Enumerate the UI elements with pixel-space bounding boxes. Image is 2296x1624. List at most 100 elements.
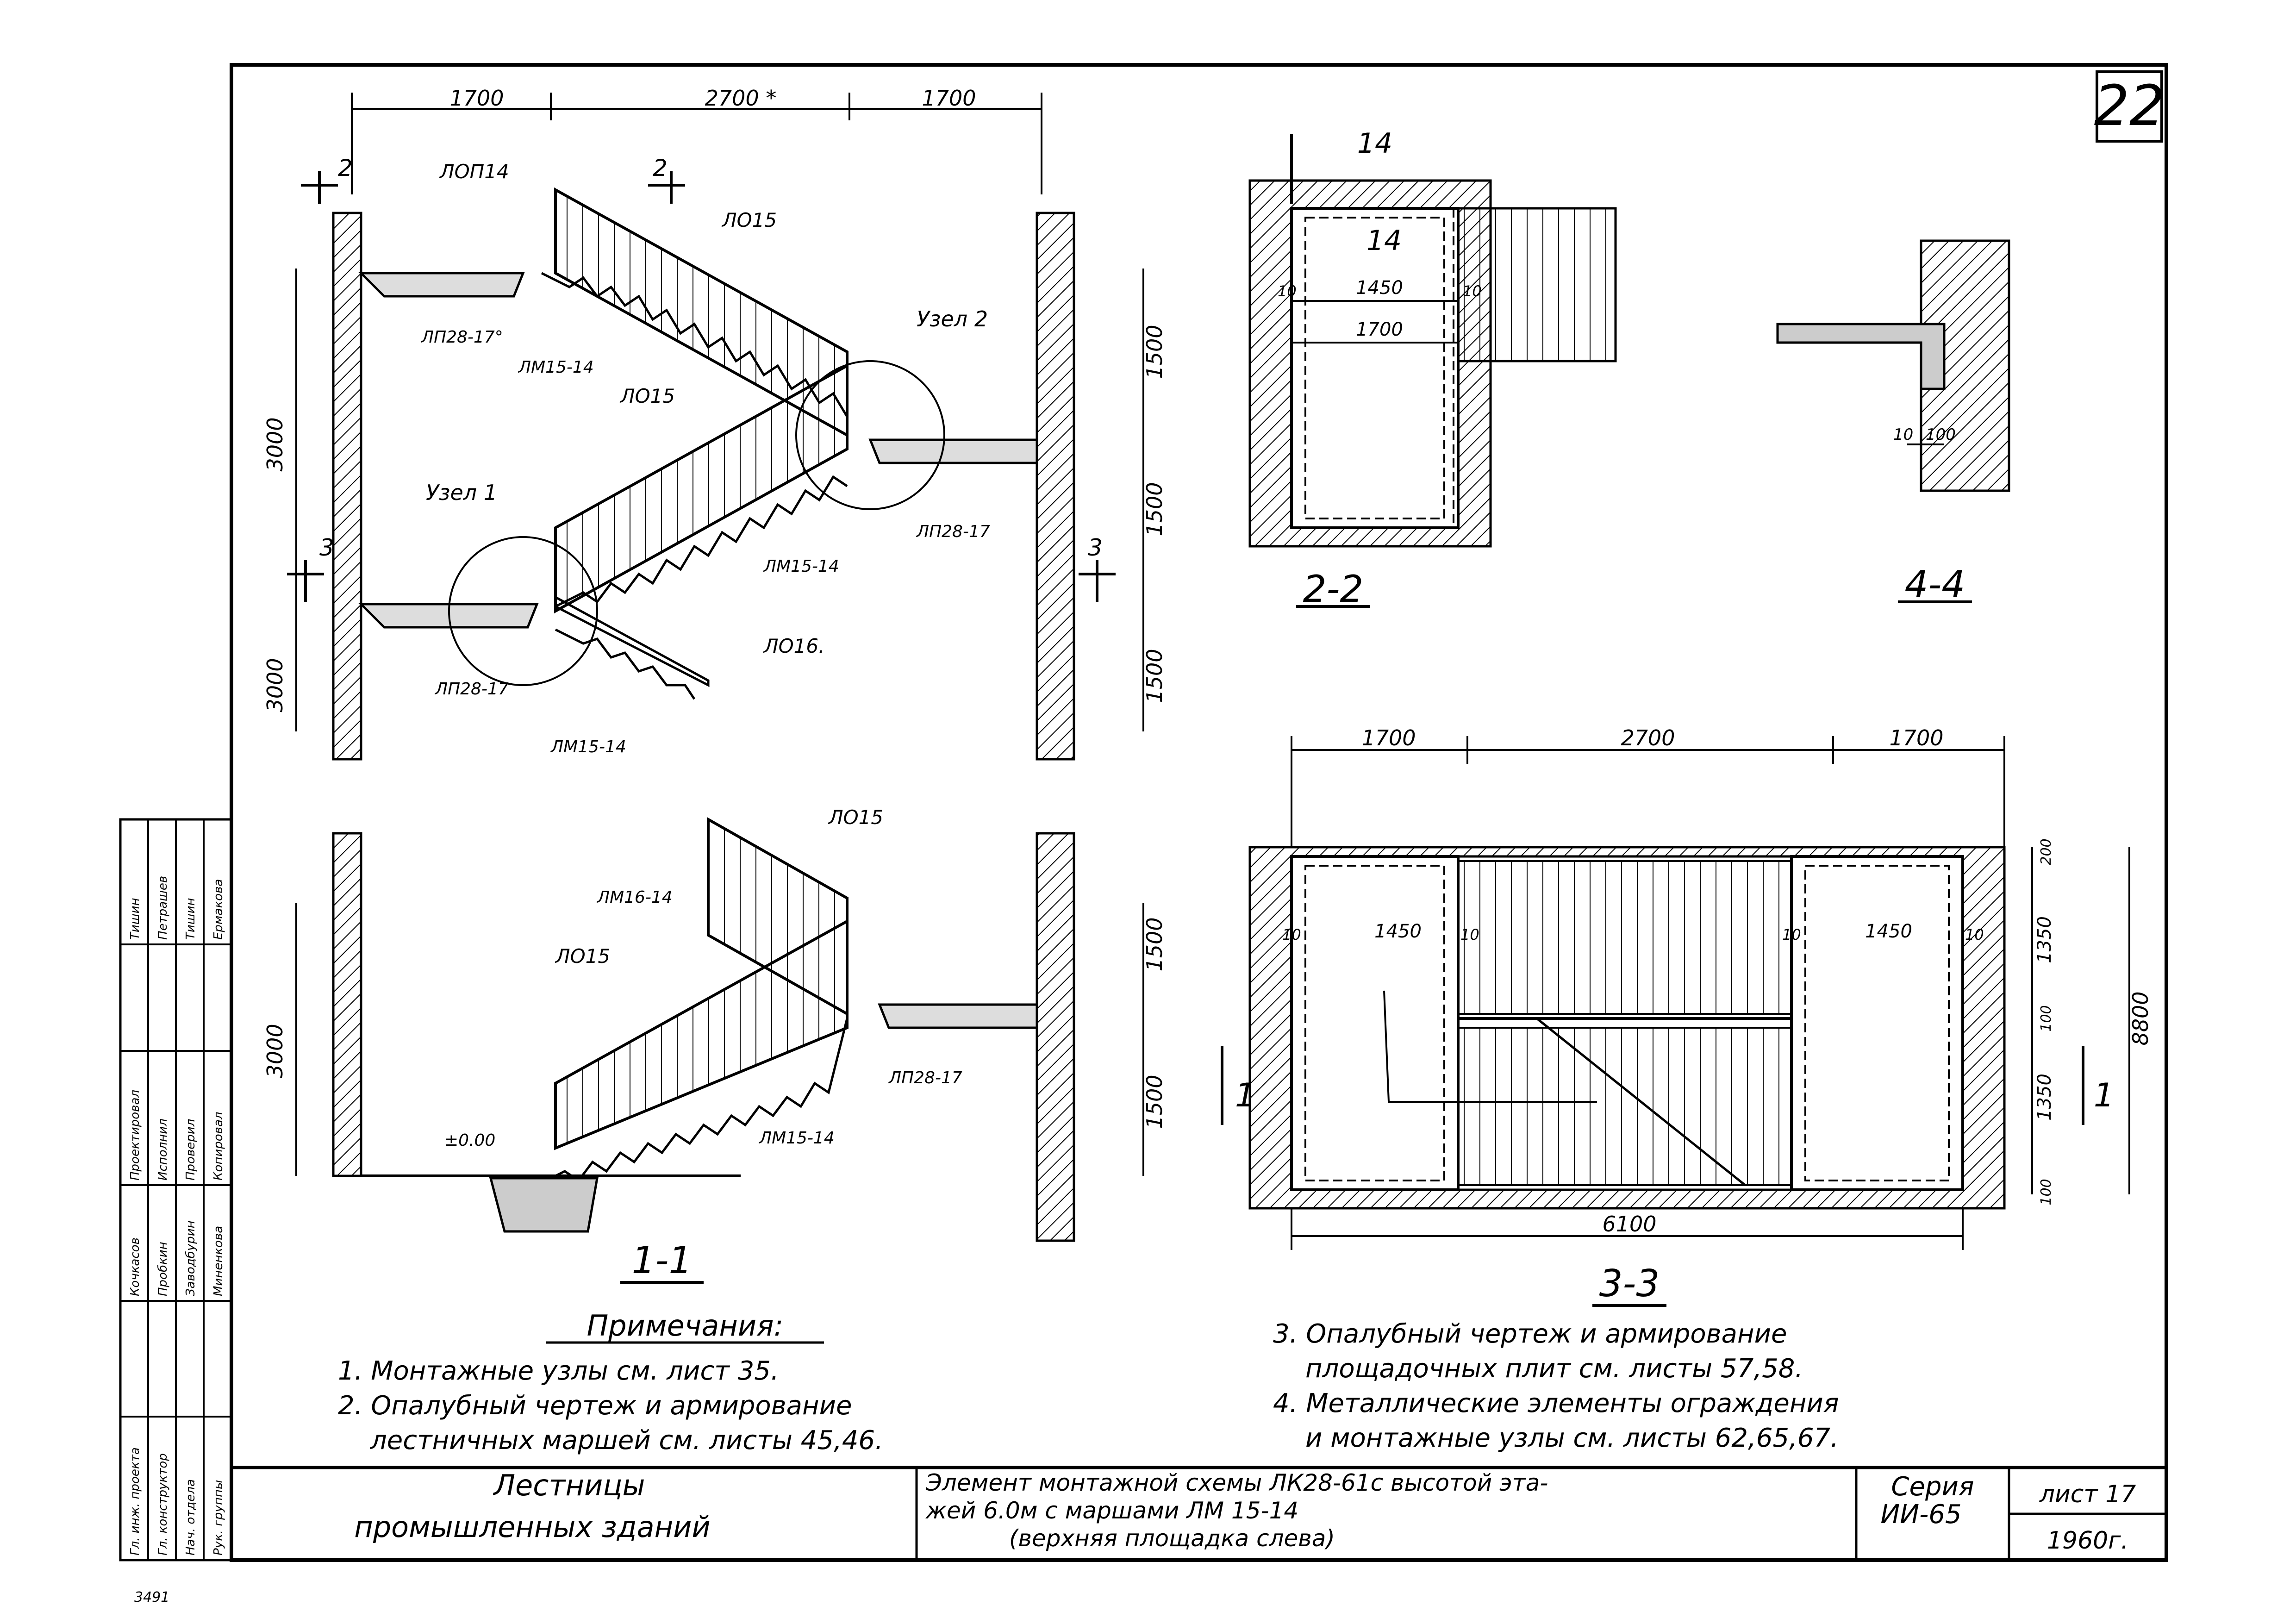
stamp-number: 3491 — [134, 1589, 169, 1605]
stamp-role-1: Гл. инж. проекта — [128, 1447, 142, 1555]
label-node-2: Узел 2 — [917, 306, 988, 331]
dim-3-3-right-c: 100 — [2038, 1005, 2054, 1031]
label-lo15-a: ЛО15 — [721, 209, 777, 231]
section-4-4-dim-10: 10 — [1893, 425, 1913, 444]
dim-3-3-overall: 8800 — [2128, 991, 2153, 1045]
dim-1-1-left-c: 3000 — [262, 1024, 287, 1078]
label-lp28-17-c: ЛП28-17 — [916, 522, 990, 541]
dim-3-3-bottom: 6100 — [1602, 1212, 1656, 1237]
section-4-4-title: 4-4 — [1905, 563, 1965, 606]
note-2: 2. Опалубный чертеж и армирование — [338, 1391, 852, 1421]
section-4-4-dim-100: 100 — [1926, 425, 1956, 444]
section-2-2-dim-10a: 10 — [1278, 282, 1297, 300]
stamp-name2-2: Петрашев — [156, 876, 170, 940]
section-4-4 — [1776, 239, 2010, 603]
cut-mark-3-left: 3 — [319, 534, 334, 561]
title-block — [915, 1468, 2166, 1560]
label-lp28-17-low: ЛП28-17 — [888, 1068, 962, 1087]
label-lp28-17-a: ЛП28-17° — [420, 328, 503, 347]
dim-1-1-top-b: 2700 * — [705, 86, 777, 111]
stamp-name-4: Миненкова — [212, 1226, 225, 1296]
year: 1960г. — [2047, 1527, 2128, 1555]
section-1-1-lower — [295, 817, 1144, 1284]
section-2-2-inner-mark: 14 — [1366, 225, 1402, 257]
stamp-name2-4: Ермакова — [212, 879, 225, 940]
stamp-name-1: Кочкасов — [128, 1237, 142, 1296]
dim-3-3-right-b: 1350 — [2034, 916, 2055, 963]
label-lm16-14: ЛМ16-14 — [596, 888, 673, 907]
drawing-title-3: (верхняя площадка слева) — [1009, 1525, 1335, 1552]
label-lm15-14-c: ЛМ15-14 — [550, 737, 626, 756]
dim-1-1-right-d: 1500 — [1142, 917, 1167, 971]
drawing-title-1: Элемент монтажной схемы ЛК28-61с высотой… — [925, 1469, 1548, 1496]
dim-3-3-inner-left-c: 10 — [1460, 926, 1479, 943]
section-2-2-dim-10b: 10 — [1463, 282, 1482, 300]
label-lm15-14-b: ЛМ15-14 — [763, 557, 839, 576]
dim-3-3-right-d: 1350 — [2034, 1074, 2055, 1121]
notes-heading: Примечания: — [587, 1309, 784, 1343]
section-2-2-dim-1450: 1450 — [1356, 277, 1403, 299]
stamp-name-3: Заводбурин — [184, 1220, 198, 1296]
label-lo15-b: ЛО15 — [619, 385, 675, 407]
note-2-cont: лестничных маршей см. листы 45,46. — [370, 1425, 883, 1455]
dim-3-3-top-a: 1700 — [1361, 725, 1416, 750]
series-value: ИИ-65 — [1880, 1499, 1961, 1530]
stamp-role-4: Рук. группы — [212, 1480, 225, 1555]
project-title-1: Лестницы — [493, 1468, 645, 1502]
stamp-name-2: Пробкин — [156, 1242, 170, 1296]
dim-3-3-right-a: 200 — [2038, 838, 2054, 865]
note-4-cont: и монтажные узлы см. листы 62,65,67. — [1305, 1423, 1839, 1453]
dim-3-3-inner-left-b: 1450 — [1374, 921, 1422, 942]
cut-mark-1-right: 1 — [2094, 1076, 2115, 1114]
cut-mark-2-top: 2 — [653, 155, 668, 181]
note-3: 3. Опалубный чертеж и армирование — [1273, 1319, 1787, 1349]
dim-3-3-inner-left-a: 10 — [1282, 926, 1301, 943]
dim-3-3-inner-right-a: 10 — [1782, 926, 1801, 943]
cut-mark-1-left: 1 — [1235, 1076, 1256, 1114]
dim-3-3-top-b: 2700 — [1621, 725, 1675, 750]
project-title-2: промышленных зданий — [354, 1510, 710, 1544]
dim-1-1-left-b: 3000 — [262, 658, 287, 712]
label-node-1: Узел 1 — [426, 480, 497, 505]
stamp-role2-1: Проектировал — [128, 1090, 142, 1181]
section-1-1-title: 1-1 — [632, 1239, 693, 1282]
dim-3-3-right-e: 100 — [2038, 1179, 2054, 1205]
dim-3-3-top-c: 1700 — [1889, 725, 1943, 750]
stamp-role2-3: Проверил — [184, 1119, 198, 1181]
note-4: 4. Металлические элементы ограждения — [1273, 1388, 1839, 1418]
stamp-name2-1: Тишин — [128, 898, 142, 940]
sheet-number: 22 — [2094, 74, 2165, 138]
label-lm15-14-a: ЛМ15-14 — [518, 358, 594, 377]
dim-3-3-inner-right-b: 1450 — [1865, 921, 1912, 942]
note-3-cont: площадочных плит см. листы 57,58. — [1305, 1354, 1803, 1384]
stamp-role-2: Гл. конструктор — [156, 1453, 170, 1555]
dim-1-1-top-c: 1700 — [922, 86, 976, 111]
level-mark: ±0.00 — [444, 1131, 495, 1150]
label-lop14: ЛОП14 — [439, 160, 509, 183]
label-lo15-low-a: ЛО15 — [828, 806, 883, 829]
series-label: Серия — [1891, 1472, 1974, 1502]
dim-1-1-right-e: 1500 — [1142, 1074, 1167, 1129]
label-lo16: ЛО16. — [763, 635, 824, 657]
dim-1-1-right-a: 1500 — [1142, 325, 1167, 379]
sheet-label: лист 17 — [2039, 1480, 2136, 1508]
cut-mark-2-left: 2 — [338, 155, 353, 181]
section-3-3 — [1221, 736, 2130, 1307]
cut-mark-3-right: 3 — [1088, 534, 1103, 561]
dim-1-1-top-a: 1700 — [449, 86, 504, 111]
section-3-3-title: 3-3 — [1599, 1262, 1660, 1305]
dim-3-3-inner-right-c: 10 — [1965, 926, 1984, 943]
label-lm15-14-low: ЛМ15-14 — [758, 1129, 835, 1148]
stamp-role2-2: Исполнил — [156, 1118, 170, 1181]
drawing-title-2: жей 6.0м с маршами ЛМ 15-14 — [925, 1497, 1298, 1524]
dim-1-1-left-a: 3000 — [262, 417, 287, 471]
section-1-1-upper — [287, 93, 1144, 761]
section-2-2-dim-1700: 1700 — [1356, 319, 1403, 340]
note-1: 1. Монтажные узлы см. лист 35. — [338, 1356, 779, 1386]
section-2-2 — [1248, 134, 1617, 608]
dim-1-1-right-b: 1500 — [1142, 482, 1167, 536]
section-2-2-cut: 14 — [1357, 127, 1392, 160]
stamp-role-3: Нач. отдела — [184, 1479, 198, 1555]
